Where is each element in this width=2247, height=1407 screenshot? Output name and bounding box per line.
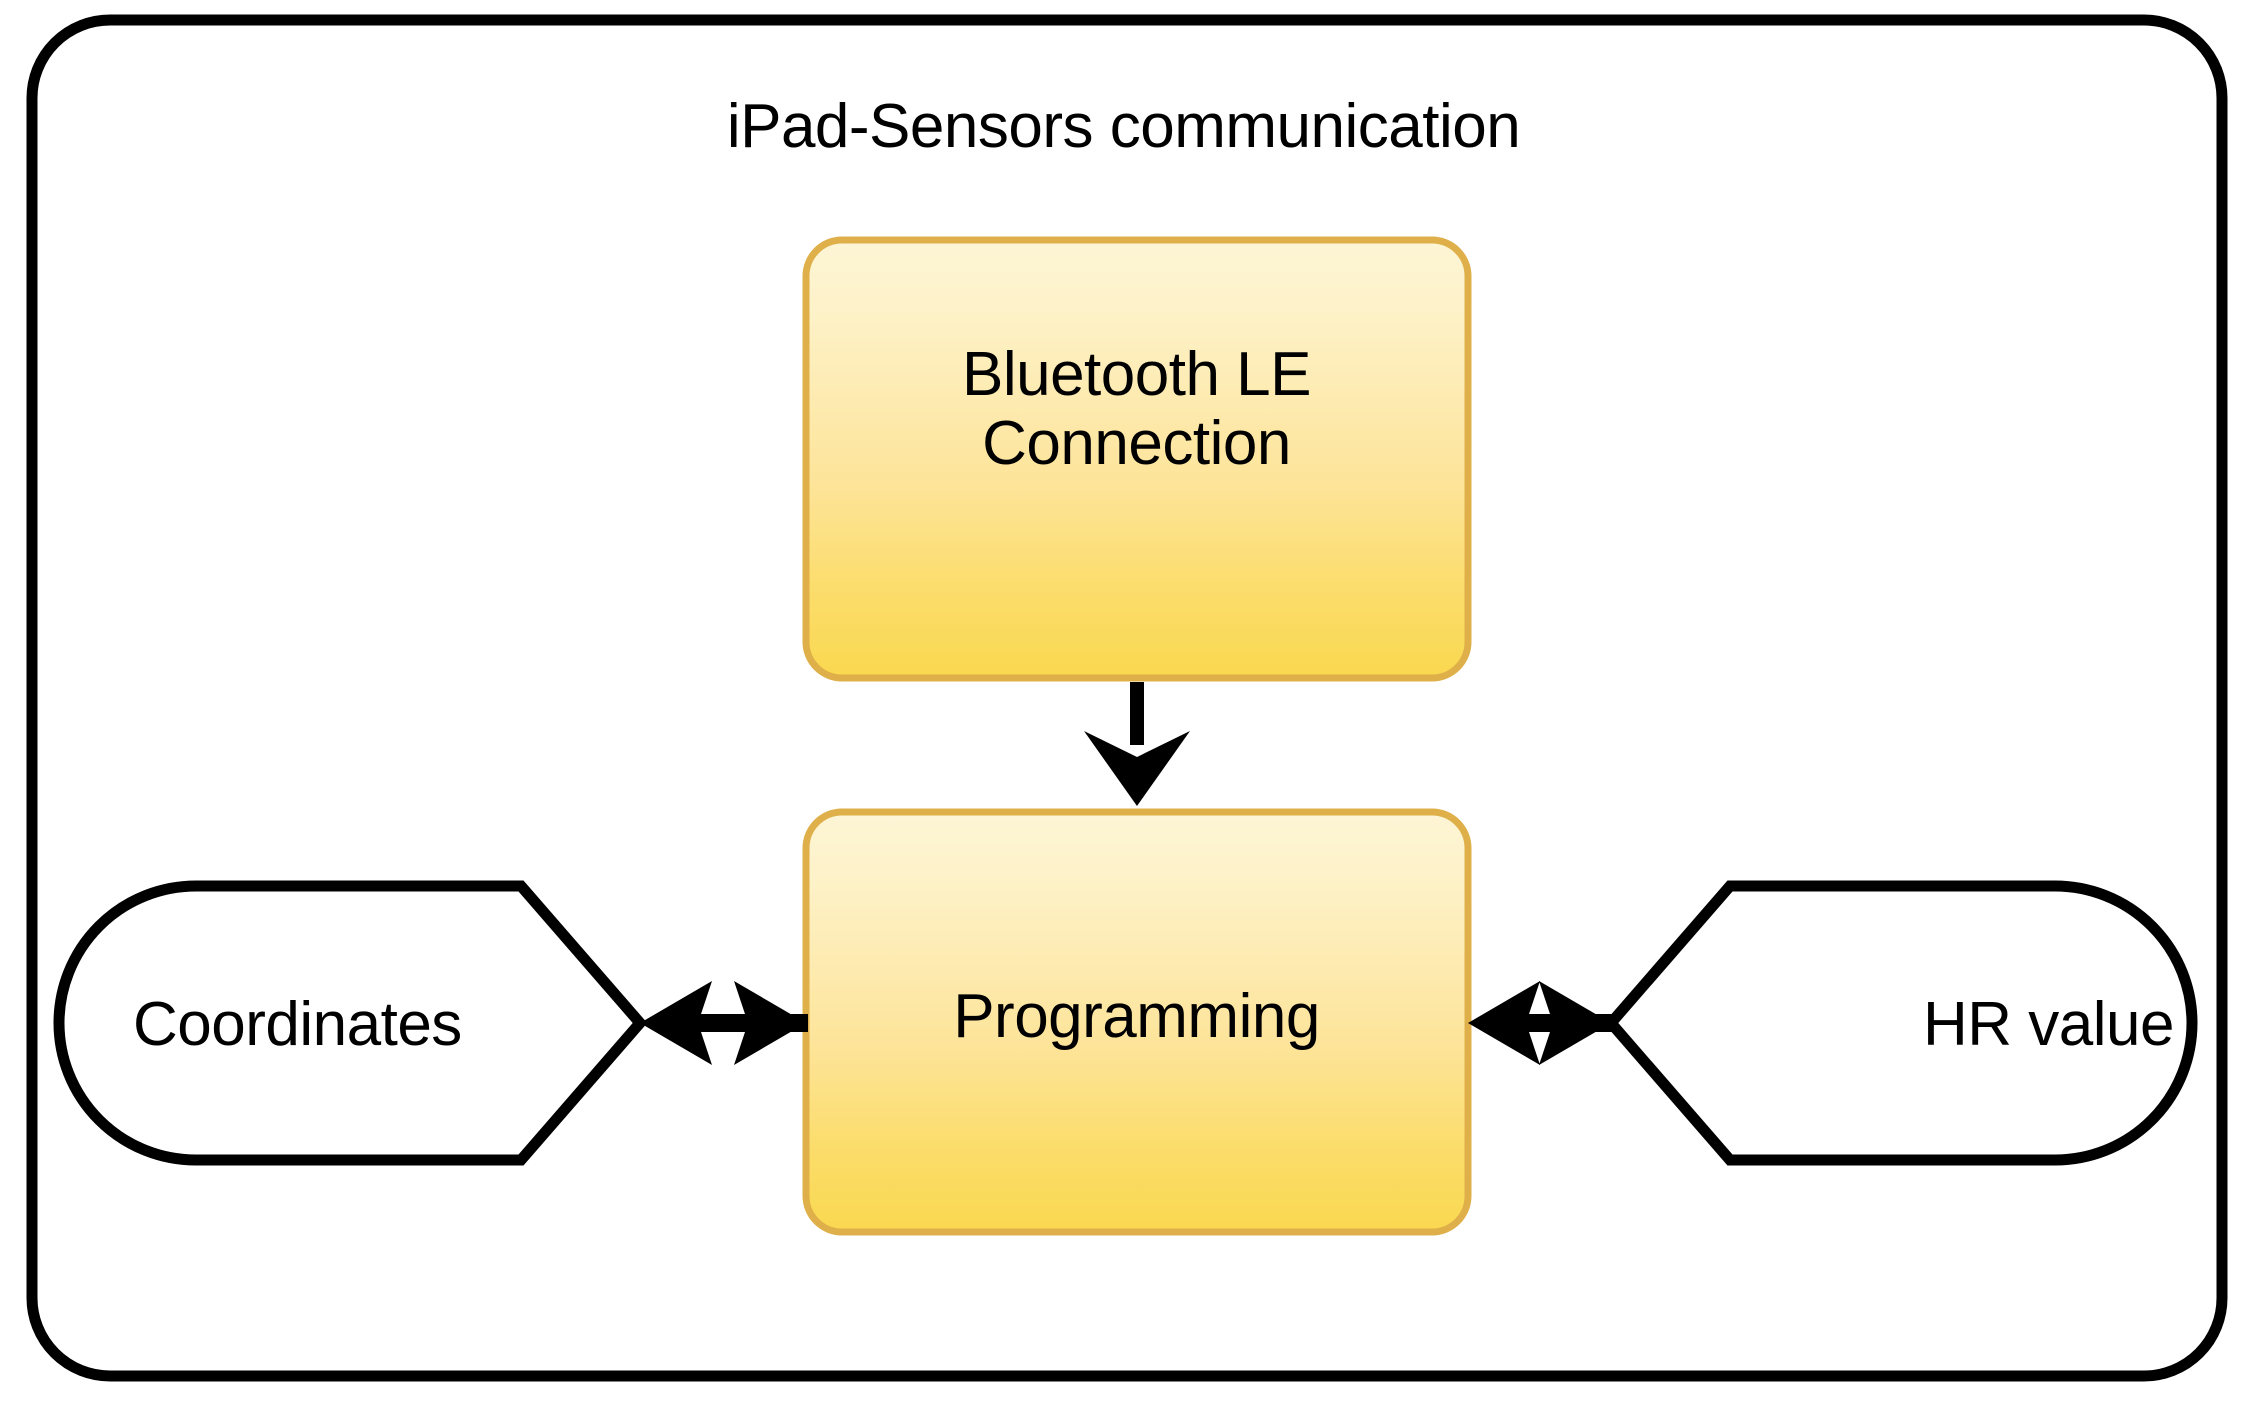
bluetooth-le-connection-box[interactable] (802, 236, 1472, 682)
hr-value-node[interactable] (1603, 880, 2198, 1166)
arrow-coordinates-programming (640, 981, 808, 1065)
coordinates-node[interactable] (53, 880, 648, 1166)
programming-box[interactable] (802, 808, 1472, 1236)
arrow-programming-hr-value (1468, 981, 1612, 1065)
arrow-bluetooth-to-programming (1084, 682, 1190, 806)
